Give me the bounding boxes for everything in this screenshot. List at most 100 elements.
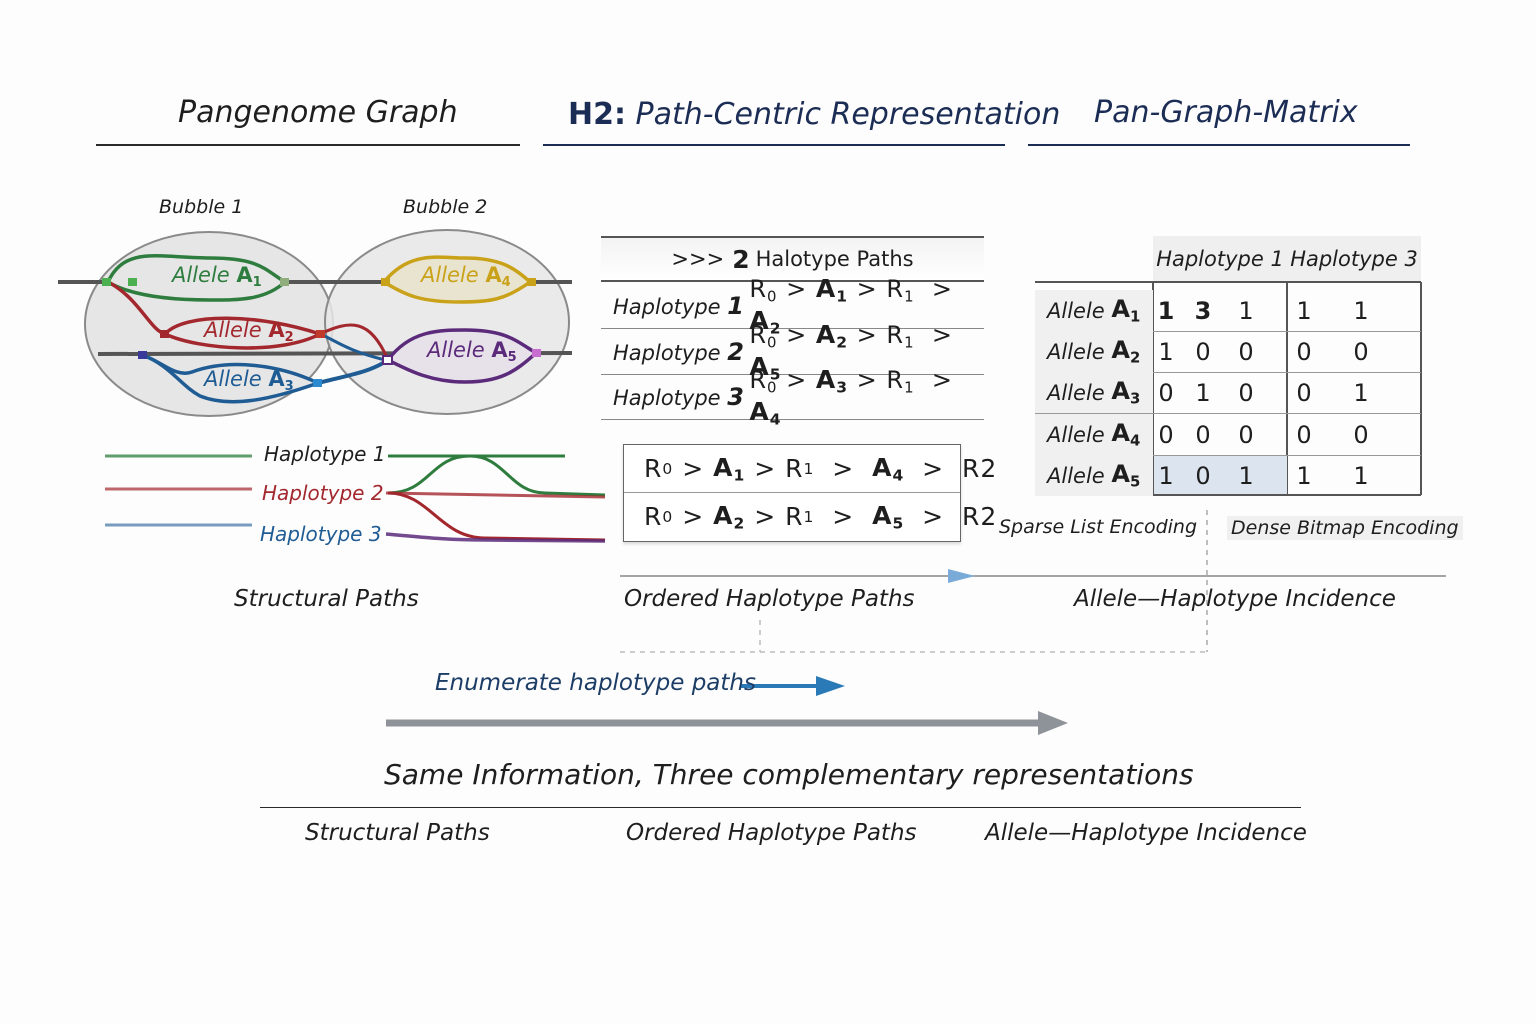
h2-row-path: R0 > A1 > R1 > A2 [749, 274, 953, 338]
bubble-1-label: Bubble 1 [159, 196, 244, 218]
flow-connectors [620, 510, 1446, 696]
h2-title-prefix: >>> [671, 247, 725, 271]
header-pan-graph-matrix: Pan-Graph-Matrix [1094, 95, 1358, 130]
h2-row-label: Haplotype 1 [613, 292, 744, 320]
haplotype-split-red [387, 491, 606, 542]
flow-label-incidence: Allele—Haplotype Incidence [1074, 586, 1396, 612]
matrix-cell: 0 [1158, 420, 1174, 449]
allele-a2-label: Allele A2 [204, 318, 294, 345]
node [280, 278, 289, 286]
matrix-cell: 1 [1158, 337, 1174, 366]
node [382, 355, 393, 365]
haplotype-3-label: Haplotype 3 [260, 522, 382, 546]
matrix-cell: 1 [1353, 461, 1369, 490]
summary-rule [260, 807, 1301, 808]
header-rule-right [1028, 144, 1410, 146]
h2-row-2: Haplotype 2 R0 > A2 > R1 > A5 [601, 320, 984, 384]
matrix-header-haplotype-1: Haplotype 1 [1153, 236, 1287, 282]
h2-title-bar: >>> 2 Halotype Paths [601, 236, 984, 282]
matrix-cell: 1 [1157, 296, 1175, 325]
matrix-cell: 1 [1238, 461, 1254, 490]
haplotype-3-trace-right [385, 532, 606, 543]
h2-title-count: 2 [732, 244, 750, 274]
matrix-row-label: Allele A4 [1035, 414, 1153, 455]
sparse-list-label: Sparse List Encoding [999, 516, 1198, 538]
allele-word: Allele [427, 338, 485, 362]
h2-row-3: Haplotype 3 R0 > A3 > R1 > A4 [601, 365, 984, 429]
matrix-grid [1035, 281, 1422, 496]
matrix-row-label: Allele A3 [1035, 372, 1153, 413]
allele-word: Allele [421, 263, 479, 287]
node [316, 330, 325, 338]
haplotype-1-label: Haplotype 1 [264, 442, 386, 466]
allele-word: Allele [204, 367, 262, 391]
enumerate-arrowhead [816, 676, 845, 696]
h2-row-label: Haplotype 2 [613, 338, 744, 366]
node [128, 278, 137, 286]
footer-ordered: Ordered Haplotype Paths [626, 820, 917, 846]
header-h2-title: Path-Centric Representation [635, 97, 1061, 132]
h2-row-1: Haplotype 1 R0 > A1 > R1 > A2 [601, 274, 984, 338]
haplotype-2-label: Haplotype 2 [262, 481, 384, 505]
matrix-cell: 0 [1296, 420, 1312, 449]
matrix-cell: 0 [1195, 420, 1211, 449]
bubble-2-label: Bubble 2 [403, 196, 488, 218]
matrix-row-label: Allele A1 [1035, 290, 1153, 331]
matrix-row-label: Allele A2 [1035, 331, 1153, 372]
h2-row-label: Haplotype 3 [613, 383, 744, 411]
matrix-row-label: Allele A5 [1035, 455, 1153, 496]
footer-structural: Structural Paths [305, 820, 490, 846]
node [381, 278, 390, 286]
connector-a2-a5 [319, 323, 390, 361]
matrix-cell: 0 [1195, 337, 1211, 366]
matrix-cell: 1 [1296, 296, 1312, 325]
node [532, 349, 541, 357]
matrix-cell: 0 [1296, 378, 1312, 407]
header-h2-prefix: H2: [568, 97, 626, 132]
matrix-cell: 0 [1353, 420, 1369, 449]
matrix-cell: 0 [1195, 461, 1211, 490]
matrix-cell: 1 [1353, 378, 1369, 407]
header-pangenome-graph: Pangenome Graph [178, 95, 458, 130]
enumerate-label: Enumerate haplotype paths [435, 670, 756, 696]
summary-arrow [386, 711, 1068, 735]
matrix-cell: 0 [1296, 337, 1312, 366]
allele-word: Allele [204, 318, 262, 342]
node [138, 351, 147, 359]
haplotype-2-trace-right [385, 491, 606, 499]
matrix-cell: 1 [1158, 461, 1174, 490]
matrix-cell: 0 [1353, 337, 1369, 366]
matrix-header-haplotype-3: Haplotype 3 [1287, 236, 1421, 282]
flow-label-ordered: Ordered Haplotype Paths [624, 586, 915, 612]
allele-a4-label: Allele A4 [421, 263, 511, 290]
node [102, 278, 111, 286]
allele-word: Allele [172, 263, 230, 287]
matrix-cell: 3 [1194, 296, 1212, 325]
allele-a1-label: Allele A1 [172, 263, 262, 290]
matrix-cell: 0 [1238, 420, 1254, 449]
matrix-cell: 1 [1353, 296, 1369, 325]
matrix-cell: 0 [1158, 378, 1174, 407]
h2-row-path: R0 > A2 > R1 > A5 [749, 320, 953, 384]
flow-label-structural: Structural Paths [234, 586, 419, 612]
haplotype-merge-green [387, 454, 606, 497]
header-rule-middle [543, 144, 1005, 146]
header-h2: H2: Path-Centric Representation [568, 97, 1060, 132]
matrix-cell: 1 [1296, 461, 1312, 490]
allele-a5-label: Allele A5 [427, 338, 517, 365]
dense-bitmap-label: Dense Bitmap Encoding [1227, 516, 1463, 540]
flow-arrowhead [948, 569, 975, 583]
pangenome-graph [58, 229, 606, 543]
matrix-cell: 0 [1238, 378, 1254, 407]
h2-row-path: R0 > A3 > R1 > A4 [749, 365, 953, 429]
header-rule-left [96, 144, 520, 146]
allele-a3-label: Allele A3 [204, 367, 294, 394]
h2-title-text: Halotype Paths [755, 247, 914, 271]
